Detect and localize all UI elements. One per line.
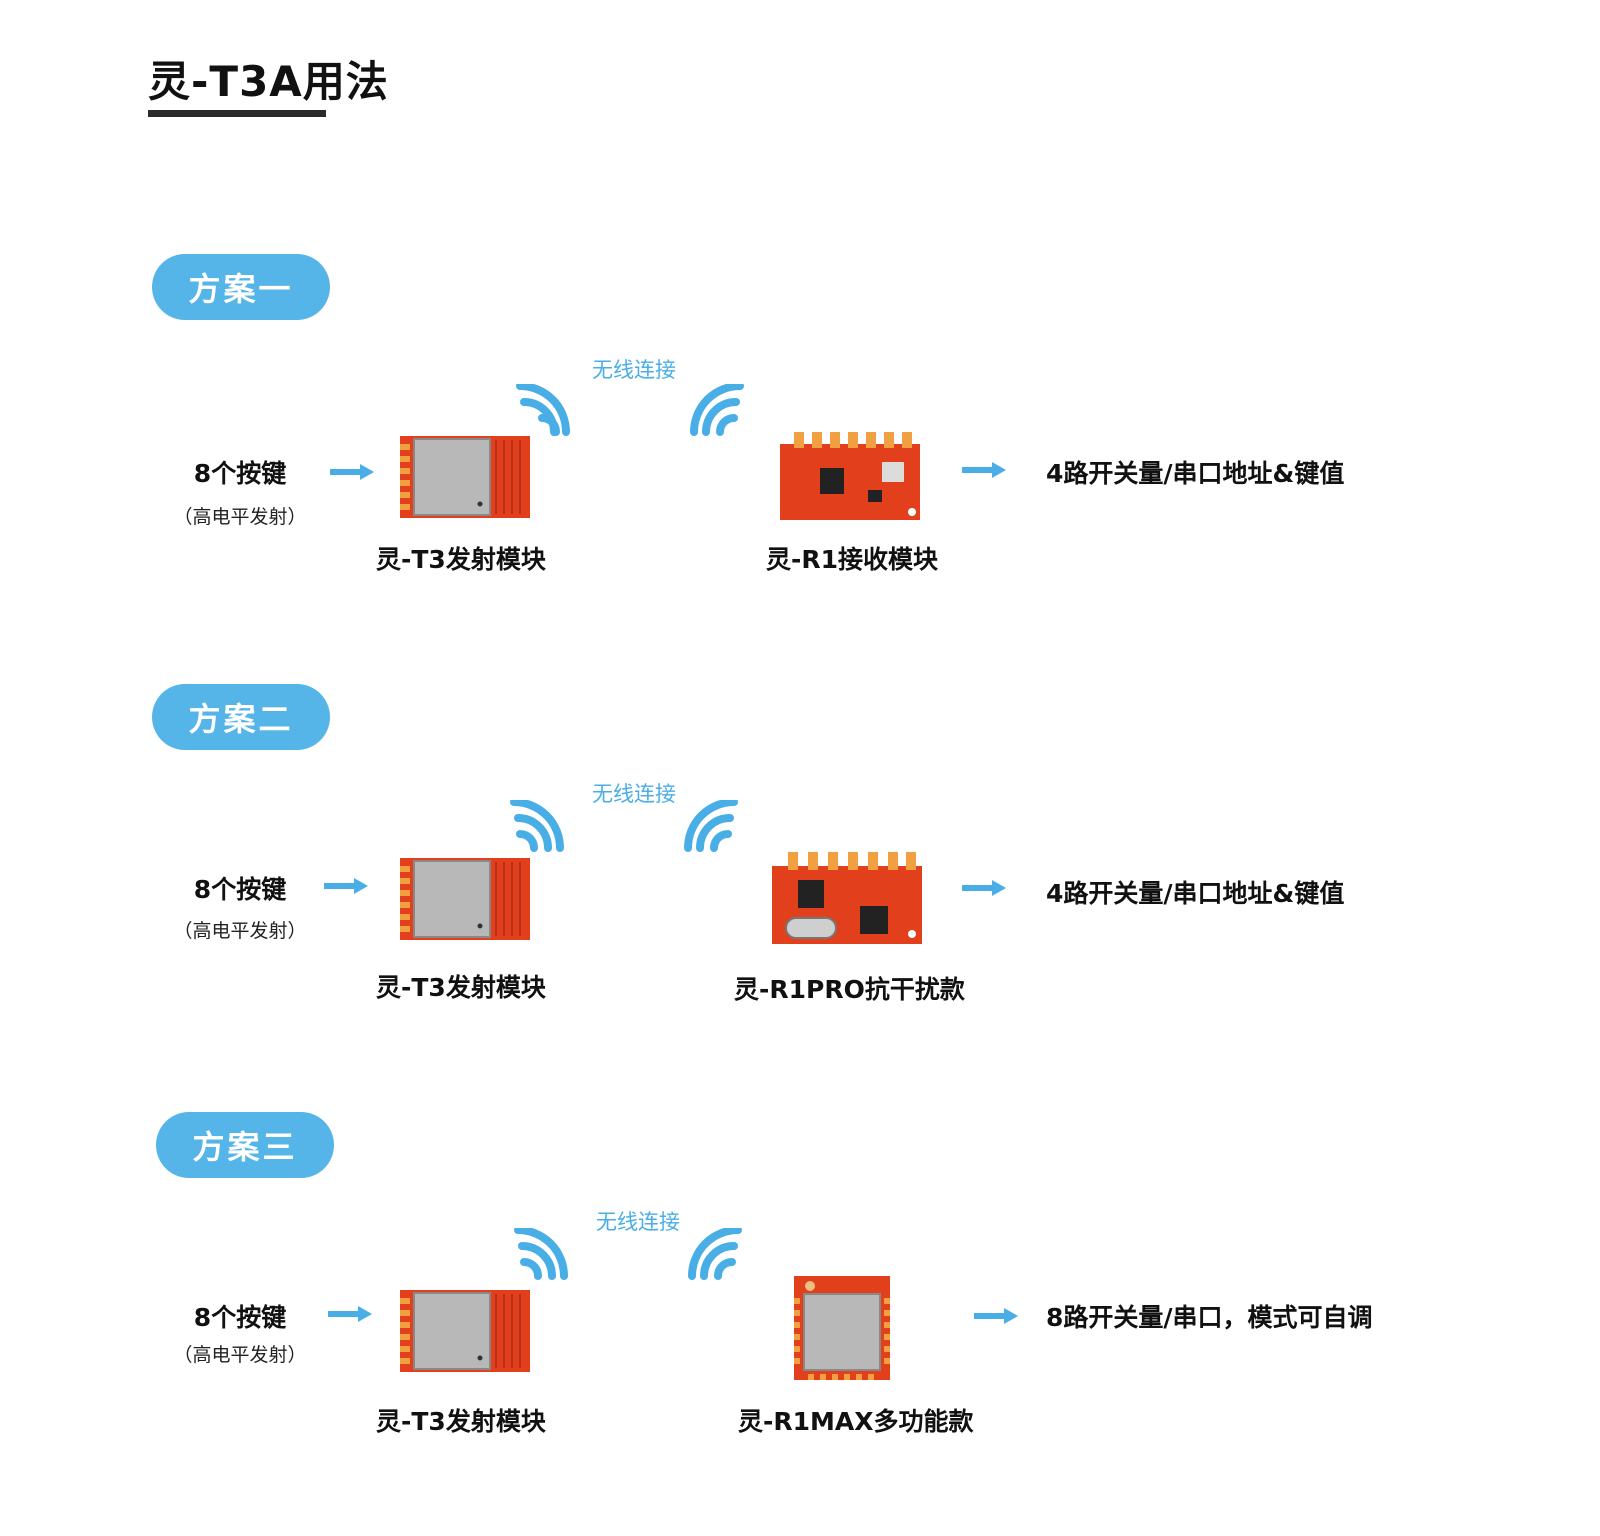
right-arrow-icon	[330, 464, 374, 480]
input-label-2: 8个按键	[193, 875, 287, 904]
wifi-signal-icon	[688, 1228, 752, 1280]
right-arrow-icon	[974, 1308, 1018, 1324]
receiver-label-3: 灵-R1MAX多功能款	[738, 1407, 974, 1436]
right-arrow-icon	[962, 462, 1006, 478]
transmitter-module-image	[400, 436, 530, 518]
wireless-label-1: 无线连接	[592, 358, 676, 382]
receiver-module-image	[772, 852, 922, 944]
wifi-signal-icon	[684, 800, 748, 852]
output-label-2: 4路开关量/串口地址&键值	[1046, 879, 1345, 908]
right-arrow-icon	[328, 1306, 372, 1322]
input-sub-2: （高电平发射）	[173, 920, 307, 942]
wifi-signal-icon	[504, 1228, 568, 1280]
wireless-label-3: 无线连接	[596, 1210, 680, 1234]
page-title: 灵-T3A用法	[148, 57, 389, 106]
plan-badge-2: 方案二	[152, 684, 330, 750]
wifi-signal-icon	[506, 384, 570, 436]
transmitter-module-image	[400, 1290, 530, 1372]
input-sub-3: （高电平发射）	[173, 1344, 307, 1366]
transmitter-label-2: 灵-T3发射模块	[376, 973, 546, 1002]
transmitter-module-image	[400, 858, 530, 940]
receiver-module-image	[794, 1276, 890, 1380]
title-underline	[148, 110, 326, 117]
wifi-signal-icon	[500, 800, 564, 852]
receiver-module-image	[780, 432, 920, 520]
wireless-label-2: 无线连接	[592, 782, 676, 806]
wifi-signal-icon	[690, 384, 754, 436]
receiver-label-2: 灵-R1PRO抗干扰款	[734, 975, 965, 1004]
input-sub-1: （高电平发射）	[173, 506, 307, 528]
receiver-label-1: 灵-R1接收模块	[766, 545, 939, 574]
right-arrow-icon	[324, 878, 368, 894]
plan-badge-1: 方案一	[152, 254, 330, 320]
plan-badge-3: 方案三	[156, 1112, 334, 1178]
transmitter-label-3: 灵-T3发射模块	[376, 1407, 546, 1436]
output-label-3: 8路开关量/串口，模式可自调	[1046, 1303, 1373, 1332]
input-label-1: 8个按键	[193, 459, 287, 488]
output-label-1: 4路开关量/串口地址&键值	[1046, 459, 1345, 488]
input-label-3: 8个按键	[193, 1303, 287, 1332]
transmitter-label-1: 灵-T3发射模块	[376, 545, 546, 574]
right-arrow-icon	[962, 880, 1006, 896]
